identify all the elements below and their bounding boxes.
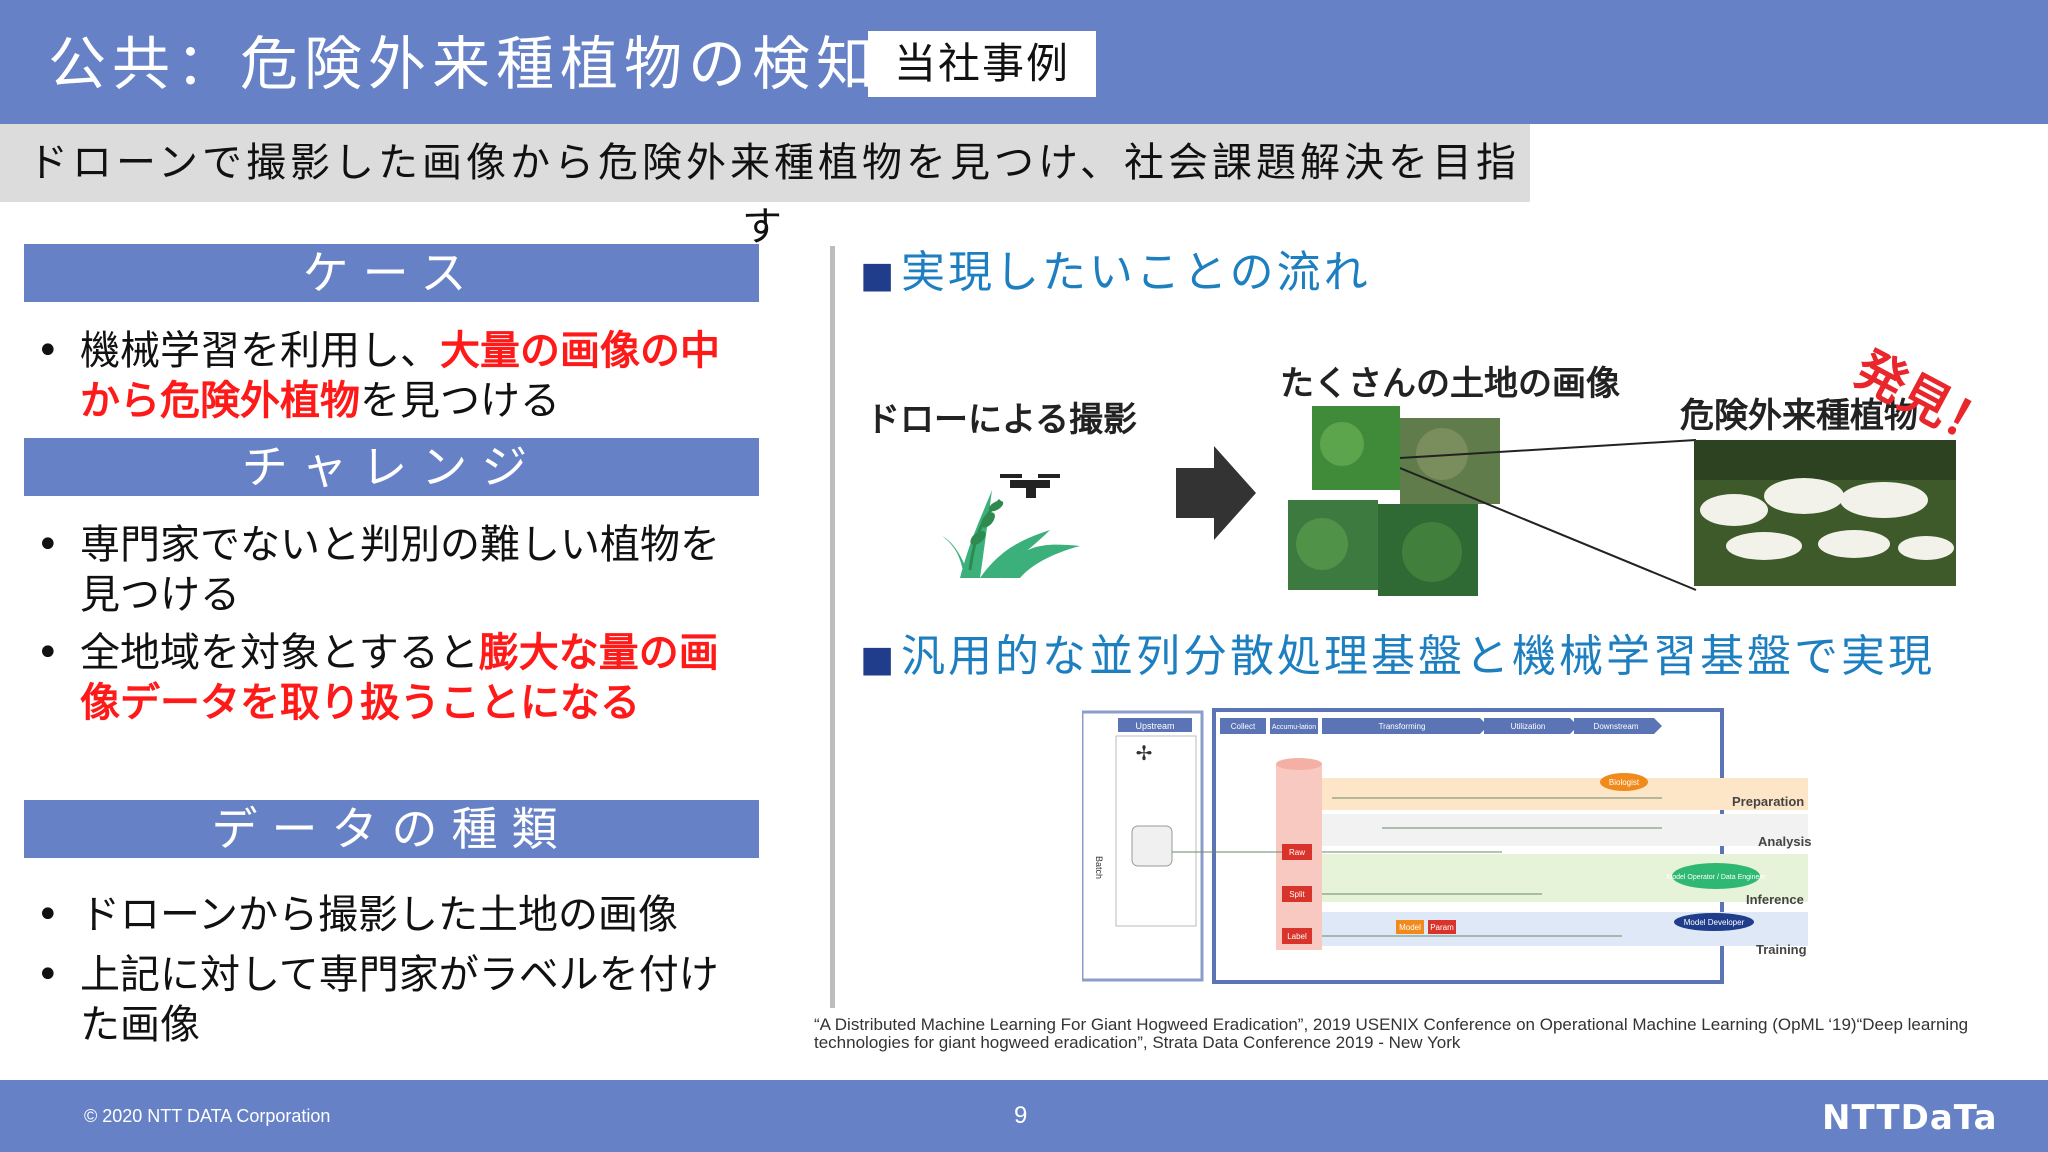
page-number: 9 — [1014, 1102, 1028, 1129]
column-divider — [830, 246, 835, 1008]
grass-icon — [942, 490, 1080, 578]
actor-badges: Biologist Model Operator / Data Engineer… — [1600, 773, 1766, 931]
list-item-challenge-1: • 専門家でないと判別の難しい植物を見つける — [36, 520, 756, 620]
challenge-bullet-text: 全地域を対象とすると膨大な量の画像データを取り扱うことになる — [80, 628, 756, 728]
copyright-text: © 2020 NTT DATA Corporation — [84, 1106, 331, 1126]
stage-label-transforming: Transforming — [1379, 722, 1426, 731]
store-label: Label — [1287, 932, 1307, 941]
text-plain: 全地域を対象とすると — [80, 630, 479, 676]
hogweed-photo — [1694, 440, 1956, 586]
bullet-dot: • — [36, 952, 60, 998]
leaf-sprig-icon — [968, 498, 1004, 571]
text-plain: 機械学習を利用し、 — [80, 328, 440, 374]
bullet-dot: • — [36, 522, 60, 568]
chip-param: Param — [1430, 923, 1454, 932]
store-split: Split — [1289, 890, 1305, 899]
batch-label: Batch — [1094, 856, 1104, 879]
images-label: たくさんの土地の画像 — [1280, 364, 1620, 404]
drone-label: ドローによる撮影 — [866, 400, 1137, 440]
flow-arrow-icon — [1176, 446, 1256, 540]
section-heading-challenge: チャレンジ — [24, 438, 759, 496]
list-item-challenge-2: • 全地域を対象とすると膨大な量の画像データを取り扱うことになる — [36, 628, 756, 728]
bullet-dot: • — [36, 630, 60, 676]
subtitle-text: ドローンで撮影した画像から危険外来種植物を見つけ、社会課題解決を目指 — [28, 140, 1520, 186]
flow-heading-text: 実現したいことの流れ — [901, 247, 1371, 298]
actor-model-developer: Model Developer — [1684, 918, 1745, 927]
role-analysis: Analysis — [1758, 834, 1811, 849]
upstream-label: Upstream — [1135, 721, 1174, 731]
role-training: Training — [1756, 942, 1807, 957]
store-raw: Raw — [1289, 848, 1305, 857]
challenge-bullet-text: 専門家でないと判別の難しい植物を見つける — [80, 522, 720, 618]
plant-label: 危険外来種植物 — [1680, 396, 1918, 436]
bullet-dot: • — [36, 892, 60, 938]
bullet-dot: • — [36, 328, 60, 374]
role-preparation: Preparation — [1732, 794, 1804, 809]
upstream-drone-icon: ✢ — [1136, 741, 1153, 765]
chip-model: Model — [1399, 923, 1421, 932]
ntt-data-logo: NTTDaTa — [1822, 1098, 1998, 1138]
stage-label-collect: Collect — [1231, 722, 1256, 731]
actor-model-operator: Model Operator / Data Engineer — [1666, 874, 1766, 881]
footer-bar — [0, 1080, 2048, 1152]
platform-heading: ■汎用的な並列分散処理基盤と機械学習基盤で実現 — [860, 620, 1935, 684]
subtitle-tail: す — [742, 204, 782, 250]
page-title: 公共：危険外来種植物の検知 — [48, 30, 881, 98]
square-bullet-icon: ■ — [860, 255, 898, 296]
role-inference: Inference — [1746, 892, 1804, 907]
flow-heading: ■実現したいことの流れ — [860, 236, 1371, 300]
aerial-images-collage — [1288, 406, 1500, 596]
data-bullet-text: 上記に対して専門家がラベルを付けた画像 — [80, 952, 719, 1048]
architecture-diagram: Upstream Batch ✢ Collect Accumu-lation T… — [1082, 708, 1820, 986]
square-bullet-icon: ■ — [860, 639, 898, 680]
list-item-case-1: • 機械学習を利用し、大量の画像の中から危険外植物を見つける — [36, 326, 756, 426]
list-item-data-2: • 上記に対して専門家がラベルを付けた画像 — [36, 950, 756, 1050]
upstream-column: Upstream Batch ✢ — [1094, 718, 1197, 927]
stage-label-downstream: Downstream — [1594, 722, 1639, 731]
text-plain: を見つける — [360, 378, 560, 424]
case-bullet-text: 機械学習を利用し、大量の画像の中から危険外植物を見つける — [80, 326, 756, 426]
stage-label-accumulation: Accumu-lation — [1272, 724, 1316, 731]
drone-icon — [1000, 474, 1060, 498]
case-tag: 当社事例 — [868, 31, 1096, 97]
zoom-connector-lines — [1400, 439, 1697, 591]
flow-lines — [1172, 797, 1662, 937]
stage-header-row: Collect Accumu-lation Transforming Utili… — [1220, 718, 1662, 734]
text-emphasis: 大量の画像の中から危険外植物 — [80, 328, 720, 424]
data-bullet-text: ドローンから撮影した土地の画像 — [80, 892, 678, 938]
platform-heading-text: 汎用的な並列分散処理基盤と機械学習基盤で実現 — [901, 631, 1936, 682]
drone-illustration — [942, 474, 1080, 578]
section-heading-data-types: データの種類 — [24, 800, 759, 858]
section-heading-case: ケース — [24, 244, 759, 302]
actor-biologist: Biologist — [1609, 778, 1640, 787]
list-item-data-1: • ドローンから撮影した土地の画像 — [36, 890, 756, 940]
subtitle-band — [0, 124, 1530, 202]
citation-text: “A Distributed Machine Learning For Gian… — [814, 1015, 1969, 1052]
stage-label-utilization: Utilization — [1511, 722, 1546, 731]
text-emphasis: 膨大な量の画像データを取り扱うことになる — [80, 630, 719, 726]
